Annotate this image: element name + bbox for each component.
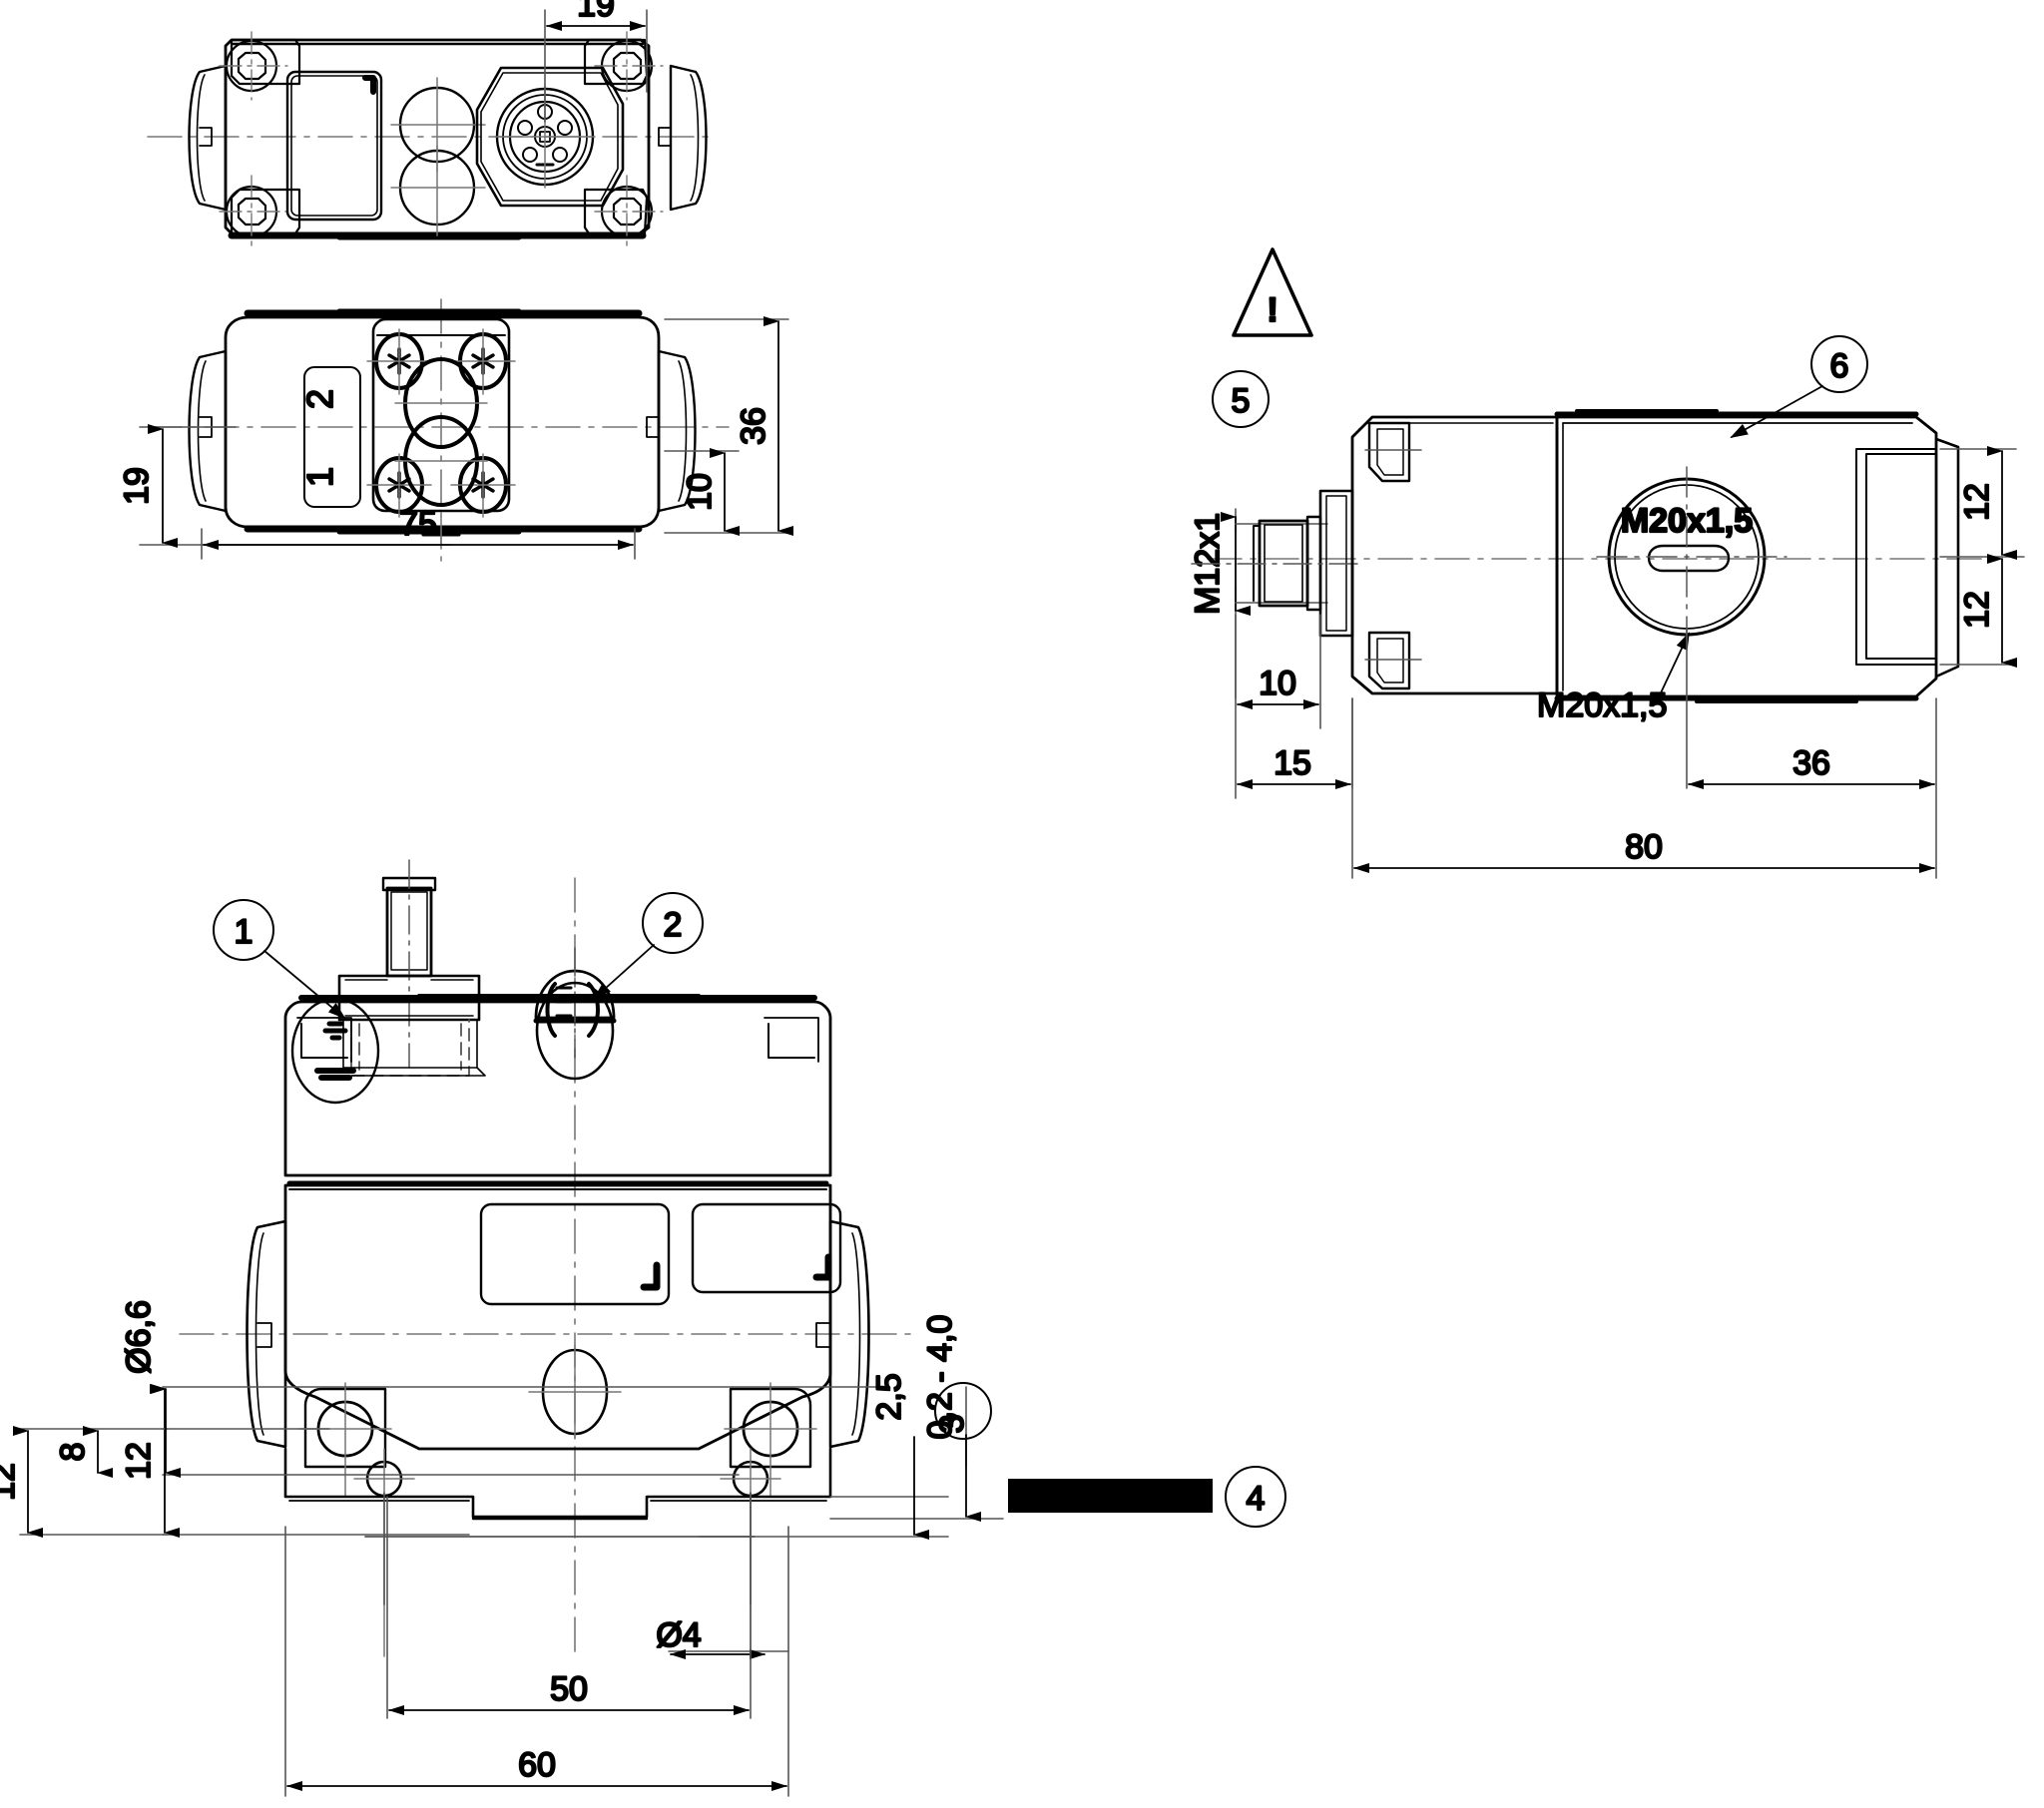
- top-view: 19: [147, 0, 712, 246]
- dim-front-8: 8: [54, 1443, 92, 1462]
- callout-2-label: 2: [664, 906, 683, 944]
- label-m20-leader: M20x1,5: [1537, 686, 1667, 724]
- warning-triangle-symbol: !: [1232, 247, 1313, 337]
- dim-right-12-lower: 12: [1958, 591, 1996, 629]
- callout-3-label: 3: [933, 1415, 971, 1434]
- callout-1-label: 1: [235, 913, 254, 951]
- side-view: 2 1: [117, 298, 793, 570]
- dim-right-10: 10: [1259, 665, 1296, 702]
- dim-top-19: 19: [577, 0, 615, 24]
- dim-front-12-outer: 12: [0, 1463, 22, 1501]
- callout-5-label: 5: [1232, 382, 1251, 420]
- dim-side-75: 75: [399, 505, 437, 543]
- dim-side-10: 10: [681, 473, 719, 511]
- dim-right-36: 36: [1792, 744, 1830, 782]
- dim-right-15: 15: [1274, 744, 1311, 782]
- dim-front-dia-6-6: Ø6,6: [120, 1300, 158, 1374]
- mounting-surface-bar: [1008, 1479, 1213, 1513]
- dim-front-dia-4: Ø4: [656, 1616, 701, 1654]
- side-port-label-2: 2: [299, 389, 340, 409]
- dim-right-80: 80: [1625, 828, 1663, 866]
- right-side-view: ! 5 M12x1: [1188, 247, 2025, 879]
- dim-front-50: 50: [550, 1670, 588, 1708]
- dim-front-60: 60: [518, 1746, 556, 1784]
- dim-right-12-upper: 12: [1958, 483, 1996, 521]
- dim-front-12: 12: [120, 1442, 158, 1480]
- dim-front-0-2-4-0: 0,2 - 4,0: [921, 1315, 959, 1440]
- dim-front-2-5: 2,5: [870, 1373, 908, 1420]
- dim-side-36: 36: [735, 407, 772, 445]
- warning-exclamation: !: [1267, 291, 1278, 329]
- callout-6-label: 6: [1830, 347, 1849, 385]
- front-view: 1 2: [0, 859, 1286, 1797]
- callout-4-label: 4: [1247, 1480, 1266, 1518]
- dim-side-19: 19: [118, 467, 156, 505]
- side-port-label-1: 1: [299, 467, 340, 487]
